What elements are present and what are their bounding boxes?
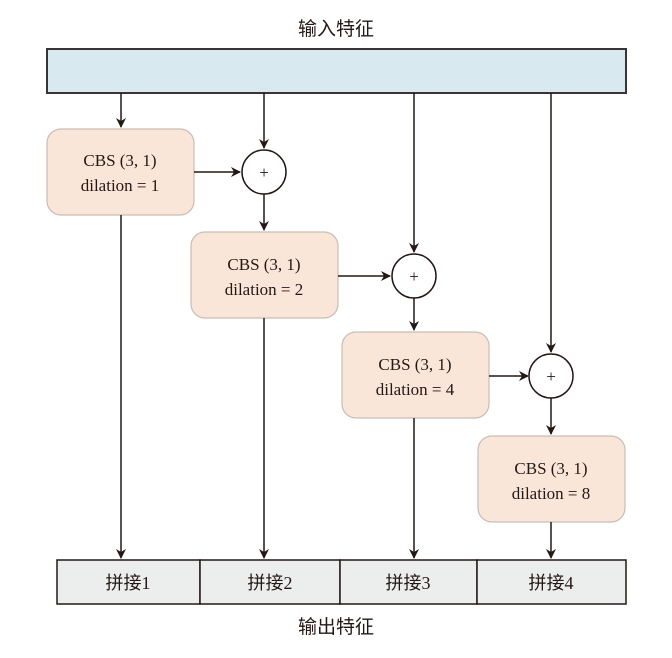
output-cell-1-label: 拼接1: [106, 573, 151, 593]
cbs-block-1-dilation: dilation = 1: [81, 176, 160, 195]
output-cell-3: [339, 559, 478, 605]
cbs-block-2-title: CBS (3, 1): [227, 255, 300, 274]
cbs-block-2-dilation: dilation = 2: [225, 280, 304, 299]
cbs-block-3: [341, 331, 490, 419]
input-feature-bar: [46, 48, 627, 94]
cbs-block-3-title: CBS (3, 1): [378, 355, 451, 374]
output-cell-1: [56, 559, 201, 605]
cbs-block-4-dilation: dilation = 8: [512, 484, 591, 503]
output-cell-2-label: 拼接2: [248, 573, 293, 593]
output-cell-2: [199, 559, 341, 605]
cbs-block-2: [190, 231, 339, 319]
output-cell-4-label: 拼接4: [529, 573, 574, 593]
input-label: 输入特征: [298, 18, 374, 40]
cbs-block-4: [477, 435, 626, 523]
cbs-block-1: [46, 128, 195, 216]
plus-icon: +: [259, 163, 269, 182]
output-label: 输出特征: [298, 616, 374, 638]
cbs-block-4-title: CBS (3, 1): [514, 459, 587, 478]
plus-icon: +: [409, 267, 419, 286]
cbs-block-3-dilation: dilation = 4: [376, 380, 455, 399]
output-cell-4: [476, 559, 627, 605]
cbs-block-1-title: CBS (3, 1): [83, 151, 156, 170]
output-cell-3-label: 拼接3: [386, 573, 431, 593]
plus-icon: +: [546, 367, 556, 386]
